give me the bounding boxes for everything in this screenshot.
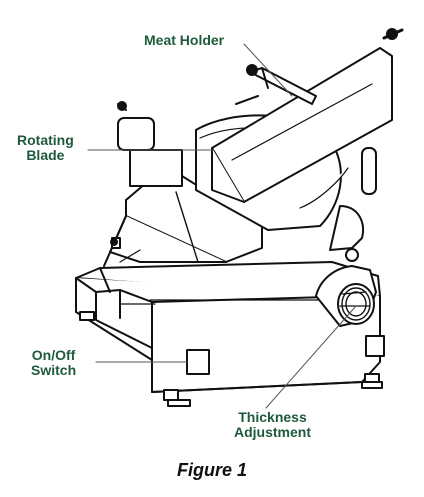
thickness-adjustment-label: Thickness Adjustment — [234, 409, 311, 440]
on-off-switch-panel — [186, 335, 385, 375]
slicer-feet — [79, 311, 383, 407]
on-off-switch-label: On/Off Switch — [31, 347, 77, 378]
figure-caption: Figure 1 — [176, 460, 247, 480]
blade-knob — [117, 101, 183, 187]
leader-lines — [87, 43, 357, 409]
meat-holder-label: Meat Holder — [144, 32, 225, 48]
side-handle — [110, 237, 121, 249]
meat-holder-tray — [211, 28, 404, 203]
thickness-knob — [315, 248, 377, 327]
meat-holder-arm — [235, 64, 317, 105]
meat-holder-leader — [243, 43, 293, 97]
thickness-adjustment-leader — [265, 305, 357, 409]
motor-housing — [329, 147, 377, 251]
rotating-blade-label: Rotating Blade — [17, 132, 74, 163]
slicer-base — [75, 261, 381, 393]
